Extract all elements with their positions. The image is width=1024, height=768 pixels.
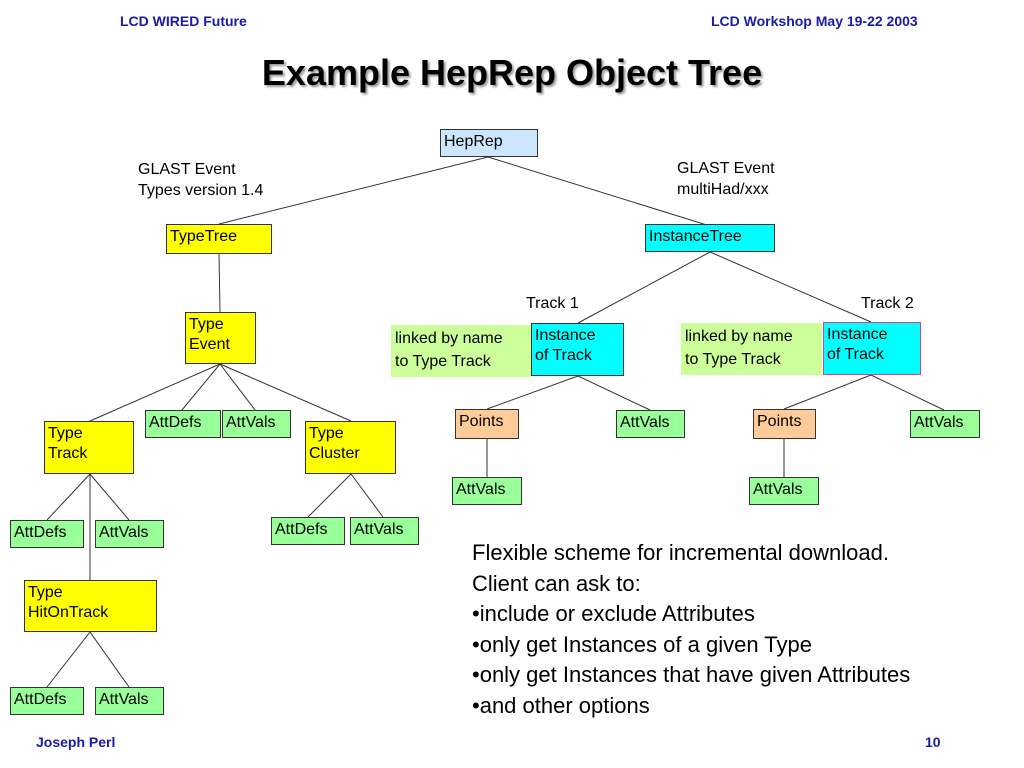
edge-typetree-typeevent bbox=[218, 253, 221, 313]
points-node-1: Points bbox=[455, 409, 519, 439]
instance-track-1-line2: of Track bbox=[535, 347, 592, 364]
instance-track-2-line1: Instance bbox=[827, 326, 888, 343]
edge-typeevent-typetrack bbox=[89, 363, 221, 422]
edge-typetrack-attvals bbox=[89, 473, 130, 521]
instance-track-node-1: Instance of Track bbox=[531, 323, 624, 376]
header-right: LCD Workshop May 19-22 2003 bbox=[711, 13, 918, 29]
type-event-line1: Type bbox=[189, 316, 224, 333]
linked-note-1-line2: to Type Track bbox=[395, 353, 491, 370]
instance-track-node-2: Instance of Track bbox=[823, 322, 921, 375]
glast-types-line1: GLAST Event bbox=[138, 161, 236, 178]
type-hitontrack-line1: Type bbox=[28, 584, 63, 601]
notes-line-6: •and other options bbox=[472, 692, 650, 718]
edge-typecluster-attdefs bbox=[307, 473, 352, 518]
header-left: LCD WIRED Future bbox=[120, 13, 247, 29]
edge-hitontrack-attvals bbox=[89, 631, 130, 688]
slide-title: Example HepRep Object Tree bbox=[261, 52, 763, 93]
attvals-node-track: AttVals bbox=[95, 520, 164, 548]
type-hitontrack-line2: HitOnTrack bbox=[28, 604, 109, 621]
attvals-node-instance1: AttVals bbox=[616, 410, 685, 438]
edge-heprep-instancetree bbox=[487, 156, 711, 227]
glast-multihad-line1: GLAST Event bbox=[677, 160, 775, 177]
attvals-node-hitontrack: AttVals bbox=[95, 687, 164, 715]
edge-hitontrack-attdefs bbox=[46, 631, 91, 688]
attdefs-node-hitontrack: AttDefs bbox=[10, 687, 84, 715]
edge-track1-points bbox=[486, 375, 579, 410]
type-cluster-line2: Cluster bbox=[309, 445, 360, 462]
type-cluster-node: Type Cluster bbox=[305, 421, 396, 474]
edge-typecluster-attvals bbox=[350, 473, 384, 518]
points-node-2: Points bbox=[753, 409, 816, 439]
edge-track2-attvals bbox=[870, 374, 945, 411]
track2-label: Track 2 bbox=[861, 295, 914, 312]
edge-instancetree-track1 bbox=[577, 251, 711, 324]
glast-multihad-label: GLAST Event multiHad/xxx bbox=[677, 158, 775, 200]
notes-line-1: Flexible scheme for incremental download… bbox=[472, 540, 889, 565]
notes-line-5: •only get Instances that have given Attr… bbox=[472, 662, 911, 687]
glast-types-label: GLAST Event Types version 1.4 bbox=[138, 159, 263, 201]
edge-typeevent-attdefs bbox=[181, 363, 221, 411]
linked-note-2-line2: to Type Track bbox=[685, 351, 781, 368]
attdefs-node-cluster: AttDefs bbox=[271, 517, 345, 545]
type-track-node: Type Track bbox=[44, 421, 134, 474]
type-cluster-line1: Type bbox=[309, 425, 344, 442]
typetree-node: TypeTree bbox=[166, 224, 272, 254]
attdefs-node-event: AttDefs bbox=[145, 410, 221, 438]
attvals-node-points2: AttVals bbox=[749, 477, 819, 505]
linked-note-1-line1: linked by name bbox=[395, 330, 503, 347]
heprep-node: HepRep bbox=[440, 129, 538, 157]
instance-track-1-line1: Instance bbox=[535, 327, 596, 344]
instancetree-node: InstanceTree bbox=[645, 224, 775, 252]
notes-block: Flexible scheme for incremental download… bbox=[472, 538, 910, 721]
type-event-line2: Event bbox=[189, 336, 230, 353]
edge-typeevent-attvals bbox=[219, 363, 256, 411]
track1-label: Track 1 bbox=[526, 295, 579, 312]
notes-line-2: Client can ask to: bbox=[472, 570, 641, 596]
linked-note-1: linked by name to Type Track bbox=[391, 325, 531, 377]
linked-note-2: linked by name to Type Track bbox=[681, 323, 822, 375]
edge-track1-attvals bbox=[577, 375, 651, 411]
attvals-node-points1: AttVals bbox=[452, 477, 522, 505]
edge-instancetree-track2 bbox=[709, 251, 872, 323]
attdefs-node-track: AttDefs bbox=[10, 520, 84, 548]
notes-line-4: •only get Instances of a given Type bbox=[472, 631, 812, 657]
glast-types-line2: Types version 1.4 bbox=[138, 182, 264, 199]
edge-track2-points bbox=[783, 374, 872, 410]
linked-note-2-line1: linked by name bbox=[685, 328, 793, 345]
attvals-node-instance2: AttVals bbox=[910, 410, 980, 438]
footer-page-number: 10 bbox=[925, 734, 941, 750]
edge-heprep-typetree bbox=[218, 156, 489, 225]
type-event-node: Type Event bbox=[185, 312, 256, 364]
type-track-line1: Type bbox=[48, 425, 83, 442]
attvals-node-event: AttVals bbox=[222, 410, 291, 438]
type-track-line2: Track bbox=[48, 445, 88, 462]
notes-line-3: •include or exclude Attributes bbox=[472, 601, 755, 626]
glast-multihad-line2: multiHad/xxx bbox=[677, 181, 769, 198]
instance-track-2-line2: of Track bbox=[827, 346, 884, 363]
footer-author: Joseph Perl bbox=[36, 734, 116, 750]
edge-typetrack-attdefs bbox=[46, 473, 91, 521]
type-hitontrack-node: Type HitOnTrack bbox=[24, 580, 157, 632]
attvals-node-cluster: AttVals bbox=[350, 517, 419, 545]
edge-typeevent-typecluster bbox=[219, 363, 352, 422]
